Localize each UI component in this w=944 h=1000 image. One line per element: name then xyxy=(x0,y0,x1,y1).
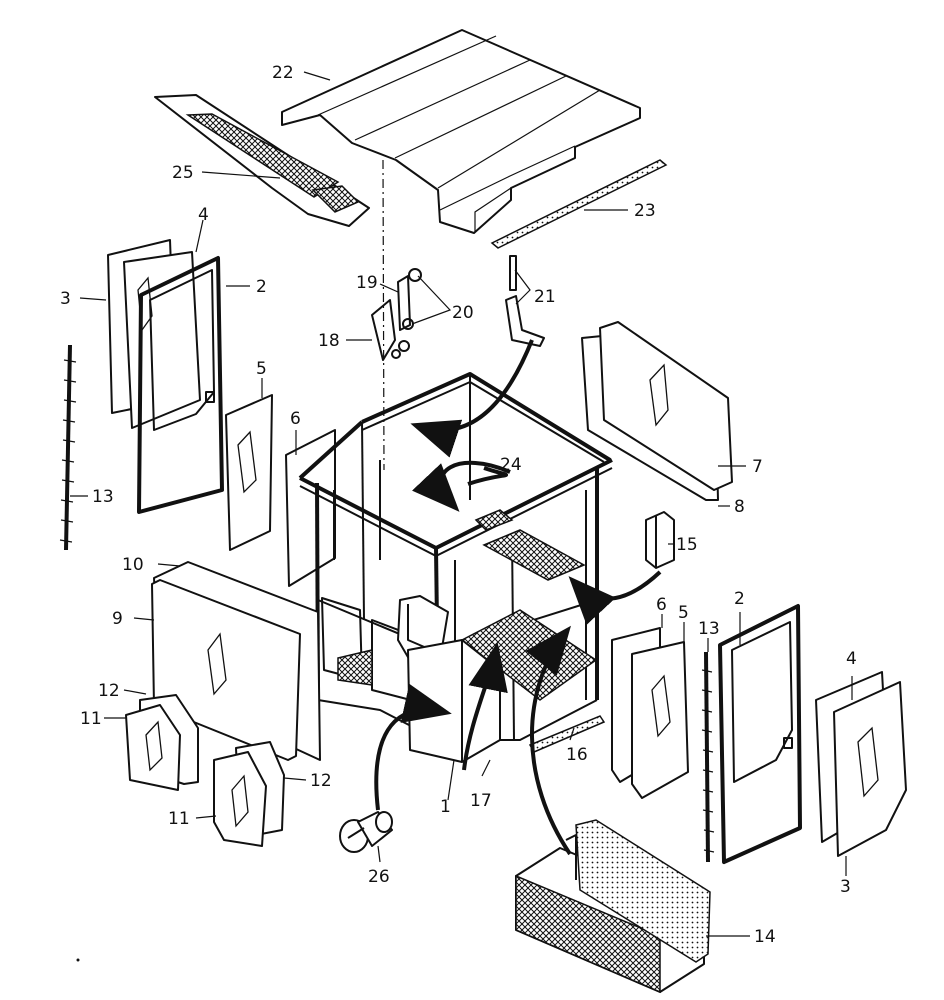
callout-10: 10 xyxy=(122,555,144,575)
callout-5: 5 xyxy=(256,359,267,379)
callout-25: 25 xyxy=(172,163,194,183)
heater-box xyxy=(645,511,675,569)
callout-23: 23 xyxy=(634,201,656,221)
lower-glass-right-front xyxy=(213,751,267,847)
callout-6: 6 xyxy=(290,409,301,429)
callout-18: 18 xyxy=(318,331,340,351)
callout-16: 16 xyxy=(566,745,588,765)
callout-20: 20 xyxy=(452,303,474,323)
left-door-glass-inner xyxy=(123,251,201,429)
callout-19: 19 xyxy=(356,273,378,293)
callout-1: 1 xyxy=(440,797,451,817)
callout-11: 11 xyxy=(80,709,102,729)
left-seal-strip xyxy=(59,344,77,551)
pedal-box xyxy=(407,639,501,763)
left-rear-window xyxy=(225,394,273,551)
flow-arrows xyxy=(374,339,662,856)
lower-glass-left-front xyxy=(125,704,181,791)
right-rear-window xyxy=(631,641,689,799)
callout-4-right: 4 xyxy=(846,649,857,669)
door-handle-assembly xyxy=(371,268,422,361)
callout-11-lower: 11 xyxy=(168,809,190,829)
left-door-frame xyxy=(137,256,224,514)
callout-13-right: 13 xyxy=(698,619,720,639)
callout-24: 24 xyxy=(500,455,522,475)
right-seal-strip xyxy=(701,651,715,863)
rear-glass-inner xyxy=(599,321,733,491)
heater-duct-box xyxy=(515,819,711,994)
callout-2: 2 xyxy=(256,277,267,297)
callout-15: 15 xyxy=(676,535,698,555)
roof-panel xyxy=(281,29,641,234)
callout-22: 22 xyxy=(272,63,294,83)
callout-3: 3 xyxy=(60,289,71,309)
right-door-glass-outer xyxy=(833,681,907,857)
fan-motor xyxy=(339,811,393,853)
gutter-strip xyxy=(490,159,668,249)
callout-6-right: 6 xyxy=(656,595,667,615)
stray-mark xyxy=(76,958,80,962)
leader-lines xyxy=(70,71,853,937)
callout-12-lower: 12 xyxy=(310,771,332,791)
callout-26: 26 xyxy=(368,867,390,887)
callout-17: 17 xyxy=(470,791,492,811)
callout-2-right: 2 xyxy=(734,589,745,609)
door-latch xyxy=(505,255,545,347)
callout-labels: 22 25 23 4 3 2 19 21 20 18 5 6 7 24 13 8… xyxy=(60,63,857,947)
callout-8: 8 xyxy=(734,497,745,517)
right-door-frame xyxy=(718,604,802,864)
front-visor xyxy=(154,94,370,227)
callout-9: 9 xyxy=(112,609,123,629)
callout-3-right: 3 xyxy=(840,877,851,897)
callout-5-right: 5 xyxy=(678,603,689,623)
callout-12: 12 xyxy=(98,681,120,701)
callout-13: 13 xyxy=(92,487,114,507)
callout-7: 7 xyxy=(752,457,763,477)
callout-14: 14 xyxy=(754,927,776,947)
callout-21: 21 xyxy=(534,287,556,307)
callout-4: 4 xyxy=(198,205,209,225)
